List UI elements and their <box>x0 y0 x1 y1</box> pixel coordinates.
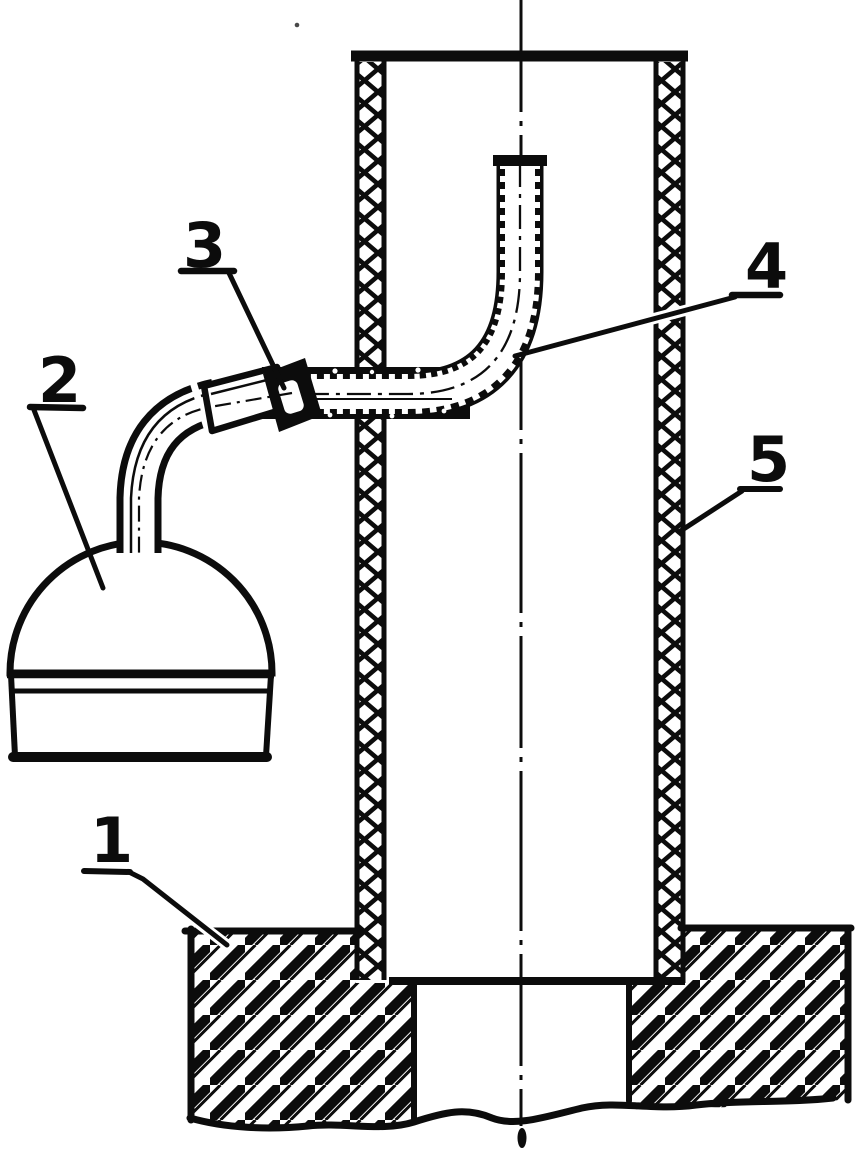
callout-5: 5 <box>676 423 790 535</box>
bulb-skirt-left-edge <box>8 674 18 757</box>
callout-2-label: 2 <box>38 344 81 417</box>
elbow-centerline <box>137 391 293 556</box>
base-block-left <box>191 932 414 1129</box>
callout-4: 4 <box>512 230 788 359</box>
callout-5-leader <box>676 488 745 535</box>
collar-inner-line <box>210 377 272 396</box>
callout-4-leader <box>512 294 738 359</box>
outer-tube-left-wall-crosshatch <box>357 62 384 980</box>
callouts: 1 2 3 4 5 <box>26 209 790 948</box>
inner-tube-bore <box>261 163 535 409</box>
callout-4-label: 4 <box>745 230 788 303</box>
callout-3-leader <box>226 270 287 391</box>
elbow-inner-wall-line <box>129 391 213 553</box>
callout-1-underline <box>81 868 133 875</box>
inner-tube-top-cap <box>493 155 547 166</box>
inner-tube-centerline <box>261 163 522 396</box>
outer-tube <box>351 50 688 985</box>
callout-2-underline <box>26 403 87 412</box>
callout-2: 2 <box>26 344 106 591</box>
outer-tube-right-wall-edges <box>653 60 686 983</box>
ground-break-line <box>186 1094 837 1132</box>
paper-speck <box>294 22 300 28</box>
outer-tube-left-wall-edges <box>354 60 387 980</box>
callout-2-leader <box>31 407 106 591</box>
callout-3: 3 <box>177 209 287 391</box>
callout-3-label: 3 <box>183 209 226 282</box>
callout-5-label: 5 <box>747 423 790 496</box>
bulb-dome <box>6 538 276 677</box>
outer-tube-right-wall-crosshatch <box>656 62 683 983</box>
callout-1: 1 <box>81 804 230 948</box>
bulb-skirt-right-edge <box>263 674 274 757</box>
primer-bulb <box>6 538 276 762</box>
inner-tube-wall-dots <box>327 367 447 419</box>
base-mount <box>181 924 855 1129</box>
callout-1-leader <box>126 869 230 948</box>
tube-joint-gap <box>189 379 213 437</box>
base-block-right <box>629 929 848 1108</box>
callout-1-label: 1 <box>90 804 133 877</box>
